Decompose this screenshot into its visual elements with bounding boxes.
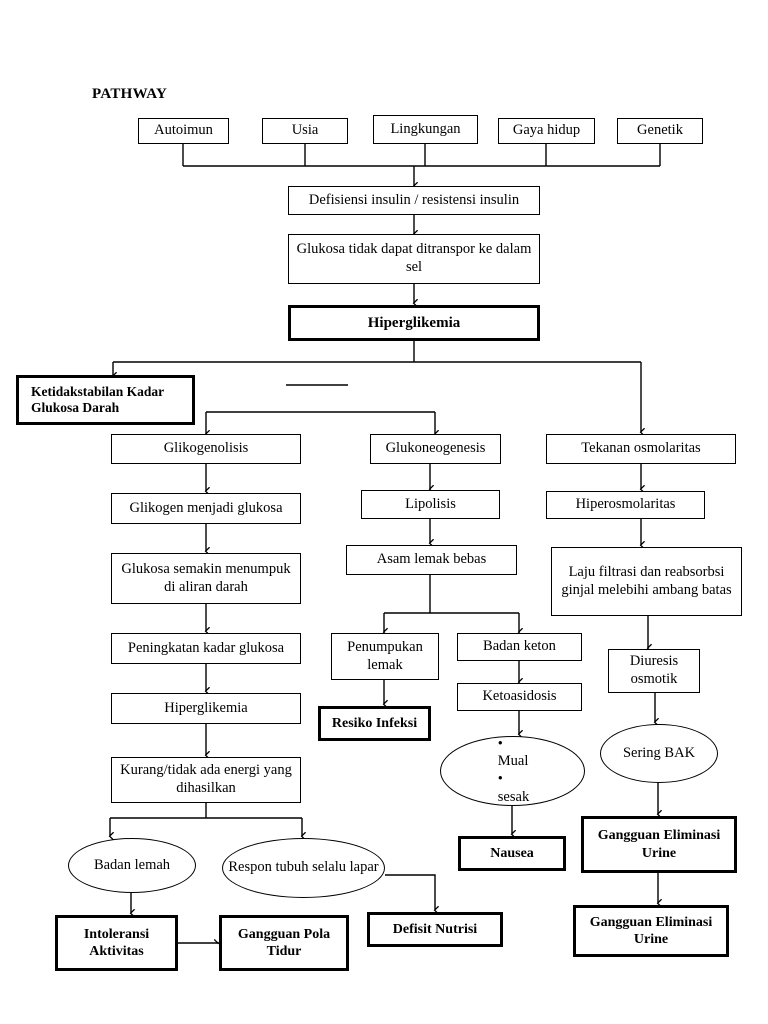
node-gangguan-pola-tidur[interactable]: Gangguan Pola Tidur [219, 915, 349, 971]
bullet-icon: • [497, 735, 503, 752]
node-hiperglikemia-2[interactable]: Hiperglikemia [111, 693, 301, 724]
node-tekanan-osmolaritas[interactable]: Tekanan osmolaritas [546, 434, 736, 464]
bullet-icon: • [497, 771, 503, 787]
node-penumpukan-lemak[interactable]: Penumpukan lemak [331, 633, 439, 680]
node-resiko-infeksi[interactable]: Resiko Infeksi [318, 706, 431, 741]
node-nausea[interactable]: Nausea [458, 836, 566, 871]
gejala-list: •Mual •sesak [492, 736, 533, 807]
node-gangguan-eliminasi-urine-2[interactable]: Gangguan Eliminasi Urine [573, 905, 729, 957]
node-autoimun[interactable]: Autoimun [138, 118, 229, 144]
node-peningkatan-kadar-glukosa[interactable]: Peningkatan kadar glukosa [111, 633, 301, 664]
node-badan-lemah[interactable]: Badan lemah [68, 838, 196, 893]
node-gaya-hidup[interactable]: Gaya hidup [498, 118, 595, 144]
node-intoleransi-aktivitas[interactable]: Intoleransi Aktivitas [55, 915, 178, 971]
node-badan-keton[interactable]: Badan keton [457, 633, 582, 661]
node-diuresis-osmotik[interactable]: Diuresis osmotik [608, 649, 700, 693]
node-glikogenolisis[interactable]: Glikogenolisis [111, 434, 301, 464]
node-hiperosmolaritas[interactable]: Hiperosmolaritas [546, 491, 705, 519]
node-laju-filtrasi[interactable]: Laju filtrasi dan reabsorbsi ginjal mele… [551, 547, 742, 616]
node-asam-lemak-bebas[interactable]: Asam lemak bebas [346, 545, 517, 575]
node-sering-bak[interactable]: Sering BAK [600, 724, 718, 783]
node-glukosa-menumpuk[interactable]: Glukosa semakin menumpuk di aliran darah [111, 553, 301, 604]
node-glukosa-tidak-ditranspor[interactable]: Glukosa tidak dapat ditranspor ke dalam … [288, 234, 540, 284]
page-title: PATHWAY [92, 86, 168, 102]
node-lipolisis[interactable]: Lipolisis [361, 490, 500, 519]
node-kurang-energi[interactable]: Kurang/tidak ada energi yang dihasilkan [111, 757, 301, 803]
node-ketoasidosis[interactable]: Ketoasidosis [457, 683, 582, 711]
node-lingkungan[interactable]: Lingkungan [373, 115, 478, 144]
node-defisit-nutrisi[interactable]: Defisit Nutrisi [367, 912, 503, 947]
node-genetik[interactable]: Genetik [617, 118, 703, 144]
node-hiperglikemia[interactable]: Hiperglikemia [288, 305, 540, 341]
node-gangguan-eliminasi-urine-1[interactable]: Gangguan Eliminasi Urine [581, 816, 737, 873]
node-defisiensi-insulin[interactable]: Defisiensi insulin / resistensi insulin [288, 186, 540, 215]
node-ketidakstabilan-kadar-glukosa-darah[interactable]: Ketidakstabilan Kadar Glukosa Darah [16, 375, 195, 425]
node-glukoneogenesis[interactable]: Glukoneogenesis [370, 434, 501, 464]
node-usia[interactable]: Usia [262, 118, 348, 144]
node-glikogen-menjadi-glukosa[interactable]: Glikogen menjadi glukosa [111, 493, 301, 524]
node-gejala-mual-sesak[interactable]: •Mual •sesak [440, 736, 585, 806]
node-respon-tubuh-selalu-lapar[interactable]: Respon tubuh selalu lapar [222, 838, 385, 898]
